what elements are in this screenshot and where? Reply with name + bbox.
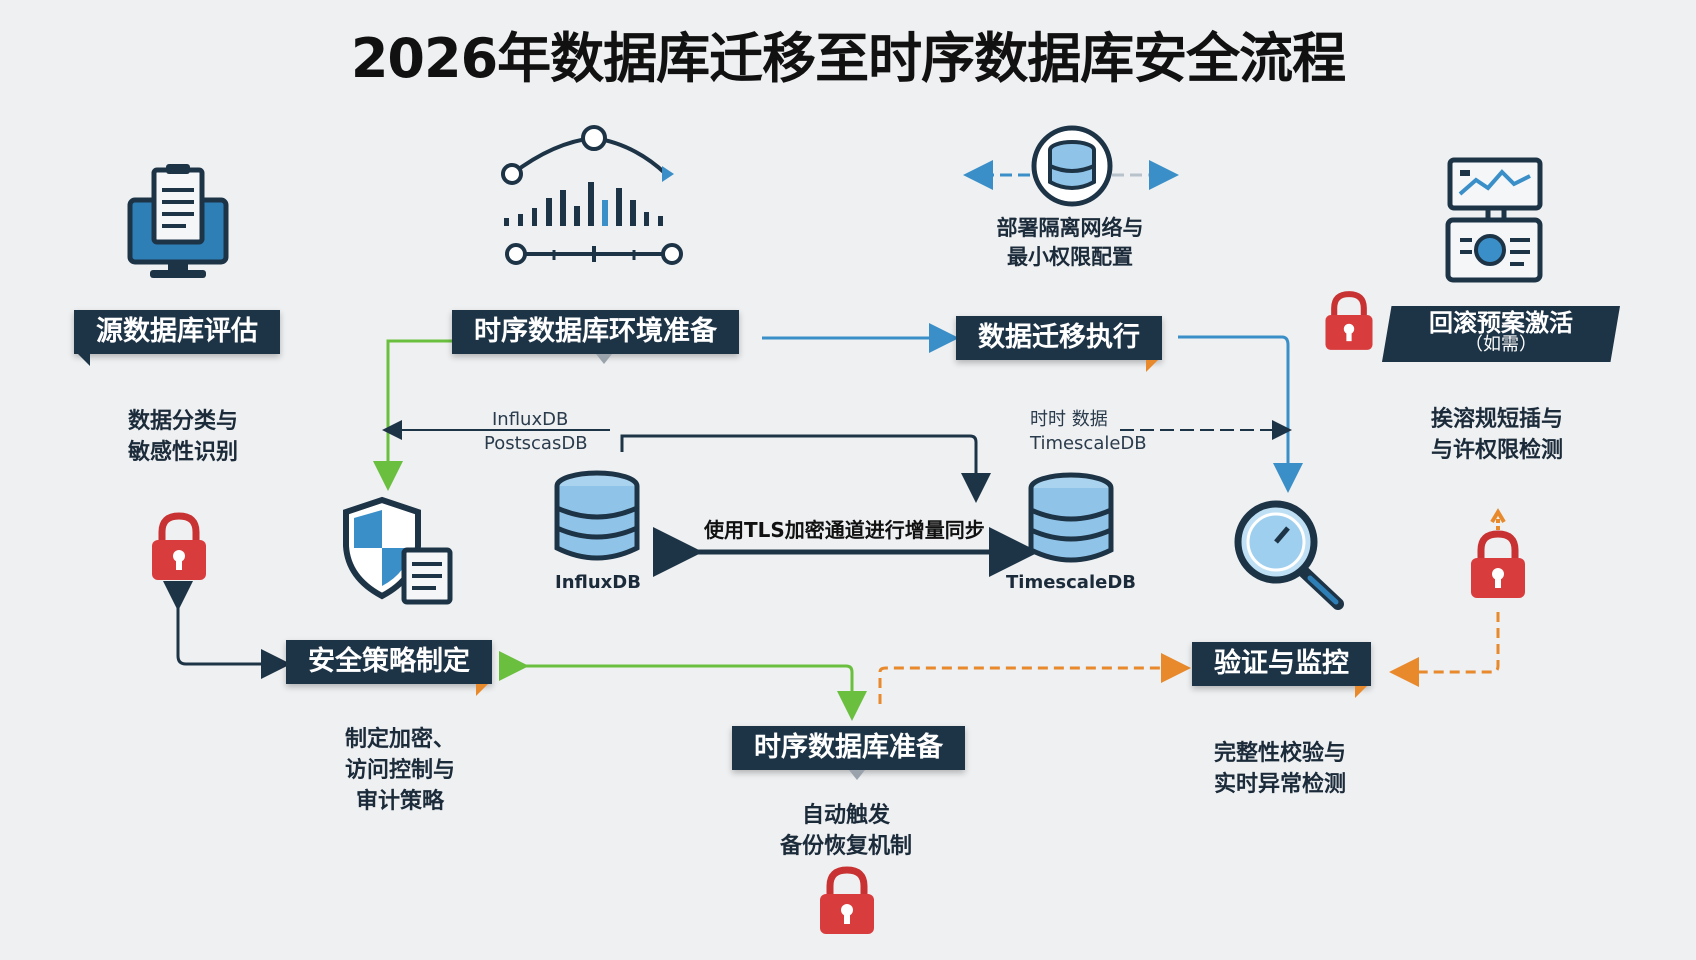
connector-migration-to-verify: [1178, 335, 1303, 493]
page-title: 2026年数据库迁移至时序数据库安全流程: [350, 27, 1346, 90]
timescaledb-label: TimescaleDB: [1006, 572, 1136, 593]
step-label: 数据迁移执行: [978, 322, 1140, 353]
monitor-document-icon: [127, 164, 229, 278]
step-label: 时序数据库准备: [754, 732, 943, 763]
step-source-assessment: 源数据库评估: [74, 310, 280, 366]
padlock-icon: [152, 512, 206, 580]
source-assessment-desc: 数据分类与 敏感性识别: [127, 409, 238, 465]
db-label-left-top: InfluxDB PostscasDB: [484, 409, 588, 454]
connector-tsdb-to-verify: [878, 653, 1191, 704]
deploy-isolation-desc: 部署隔离网络与 最小权限配置: [996, 216, 1144, 269]
database-icon: [1028, 472, 1114, 563]
step-migration-exec: 数据迁移执行: [956, 316, 1162, 372]
timeseries-chart-icon: [501, 125, 683, 265]
step-label: 源数据库评估: [96, 316, 258, 347]
rollback-desc: 挨溶规短插与 与许权限检测: [1430, 407, 1563, 463]
step-security-policy: 安全策略制定: [286, 640, 492, 696]
database-icon: [554, 470, 640, 561]
step-label: 安全策略制定: [308, 646, 470, 677]
step-verify-monitor: 验证与监控: [1192, 642, 1371, 698]
padlock-icon: [820, 866, 874, 934]
step-label: 验证与监控: [1214, 648, 1349, 679]
connector-lock-to-policy: [163, 581, 291, 679]
connector-lock-to-verify: [1389, 612, 1500, 687]
step-tsdb-prep: 时序数据库准备: [732, 726, 965, 780]
database-arrows-icon: [1031, 125, 1113, 207]
verify-monitor-desc: 完整性校验与 实时异常检测: [1213, 741, 1346, 797]
security-policy-desc: 制定加密、 访问控制与 审计策略: [344, 727, 455, 814]
db-label-right-top: 时时 数据 TimescaleDB: [1030, 409, 1147, 454]
sync-label: 使用TLS加密通道进行增量同步: [704, 518, 985, 542]
magnifier-icon: [1234, 500, 1344, 610]
tsdb-prep-desc: 自动触发 备份恢复机制: [779, 803, 912, 859]
influxdb-label: InfluxDB: [555, 572, 641, 593]
step-tsdb-env-prep: 时序数据库环境准备: [452, 310, 739, 364]
step-rollback-plan: 回滚预案激活 （如需）: [1382, 306, 1620, 362]
connector-influx-to-timescale-top: [620, 434, 991, 503]
shield-document-icon: [343, 496, 453, 605]
step-label: 回滚预案激活: [1429, 309, 1573, 337]
dashboard-monitor-icon: [1445, 157, 1543, 283]
padlock-icon: [1471, 508, 1525, 598]
connector-policy-to-tsdb: [499, 651, 867, 721]
padlock-icon: [1325, 291, 1373, 350]
connector-env-to-policy: [373, 339, 452, 491]
step-sublabel: （如需）: [1465, 334, 1537, 355]
step-label: 时序数据库环境准备: [474, 316, 717, 347]
